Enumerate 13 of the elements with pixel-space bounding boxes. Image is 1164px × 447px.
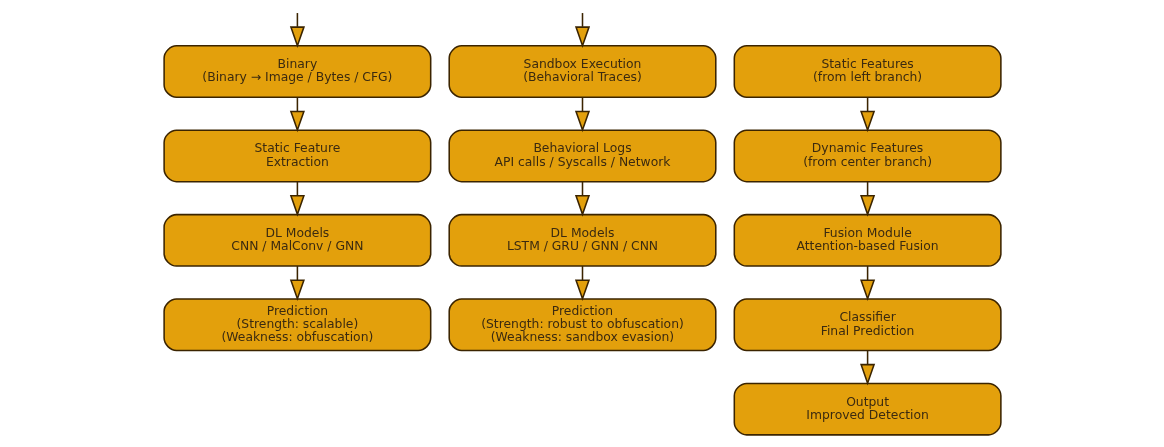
node-box: Prediction (Strength: robust to obfuscation) (Weakness: sandbox evasion) [447, 298, 717, 352]
node-box: Static Feature Extraction [162, 129, 431, 183]
node-box: Static Features (from left branch) [733, 45, 1002, 99]
node-box: DL Models LSTM / GRU / GNN / CNN [447, 213, 717, 267]
node-box: Sandbox Execution (Behavioral Traces) [447, 45, 717, 99]
node-box: Output Improved Detection [733, 382, 1002, 436]
node-box: Prediction (Strength: scalable) (Weakness: obfuscation) [162, 298, 431, 352]
node-box: Classifier Final Prediction [733, 298, 1002, 352]
node-box: DL Models CNN / MalConv / GNN [162, 213, 431, 267]
node-box: Dynamic Features (from center branch) [733, 129, 1002, 183]
node-box: Fusion Module Attention-based Fusion [733, 213, 1002, 267]
node-box: Behavioral Logs API calls / Syscalls / Network [447, 129, 717, 183]
node-box: Binary (Binary → Image / Bytes / CFG) [162, 45, 431, 99]
